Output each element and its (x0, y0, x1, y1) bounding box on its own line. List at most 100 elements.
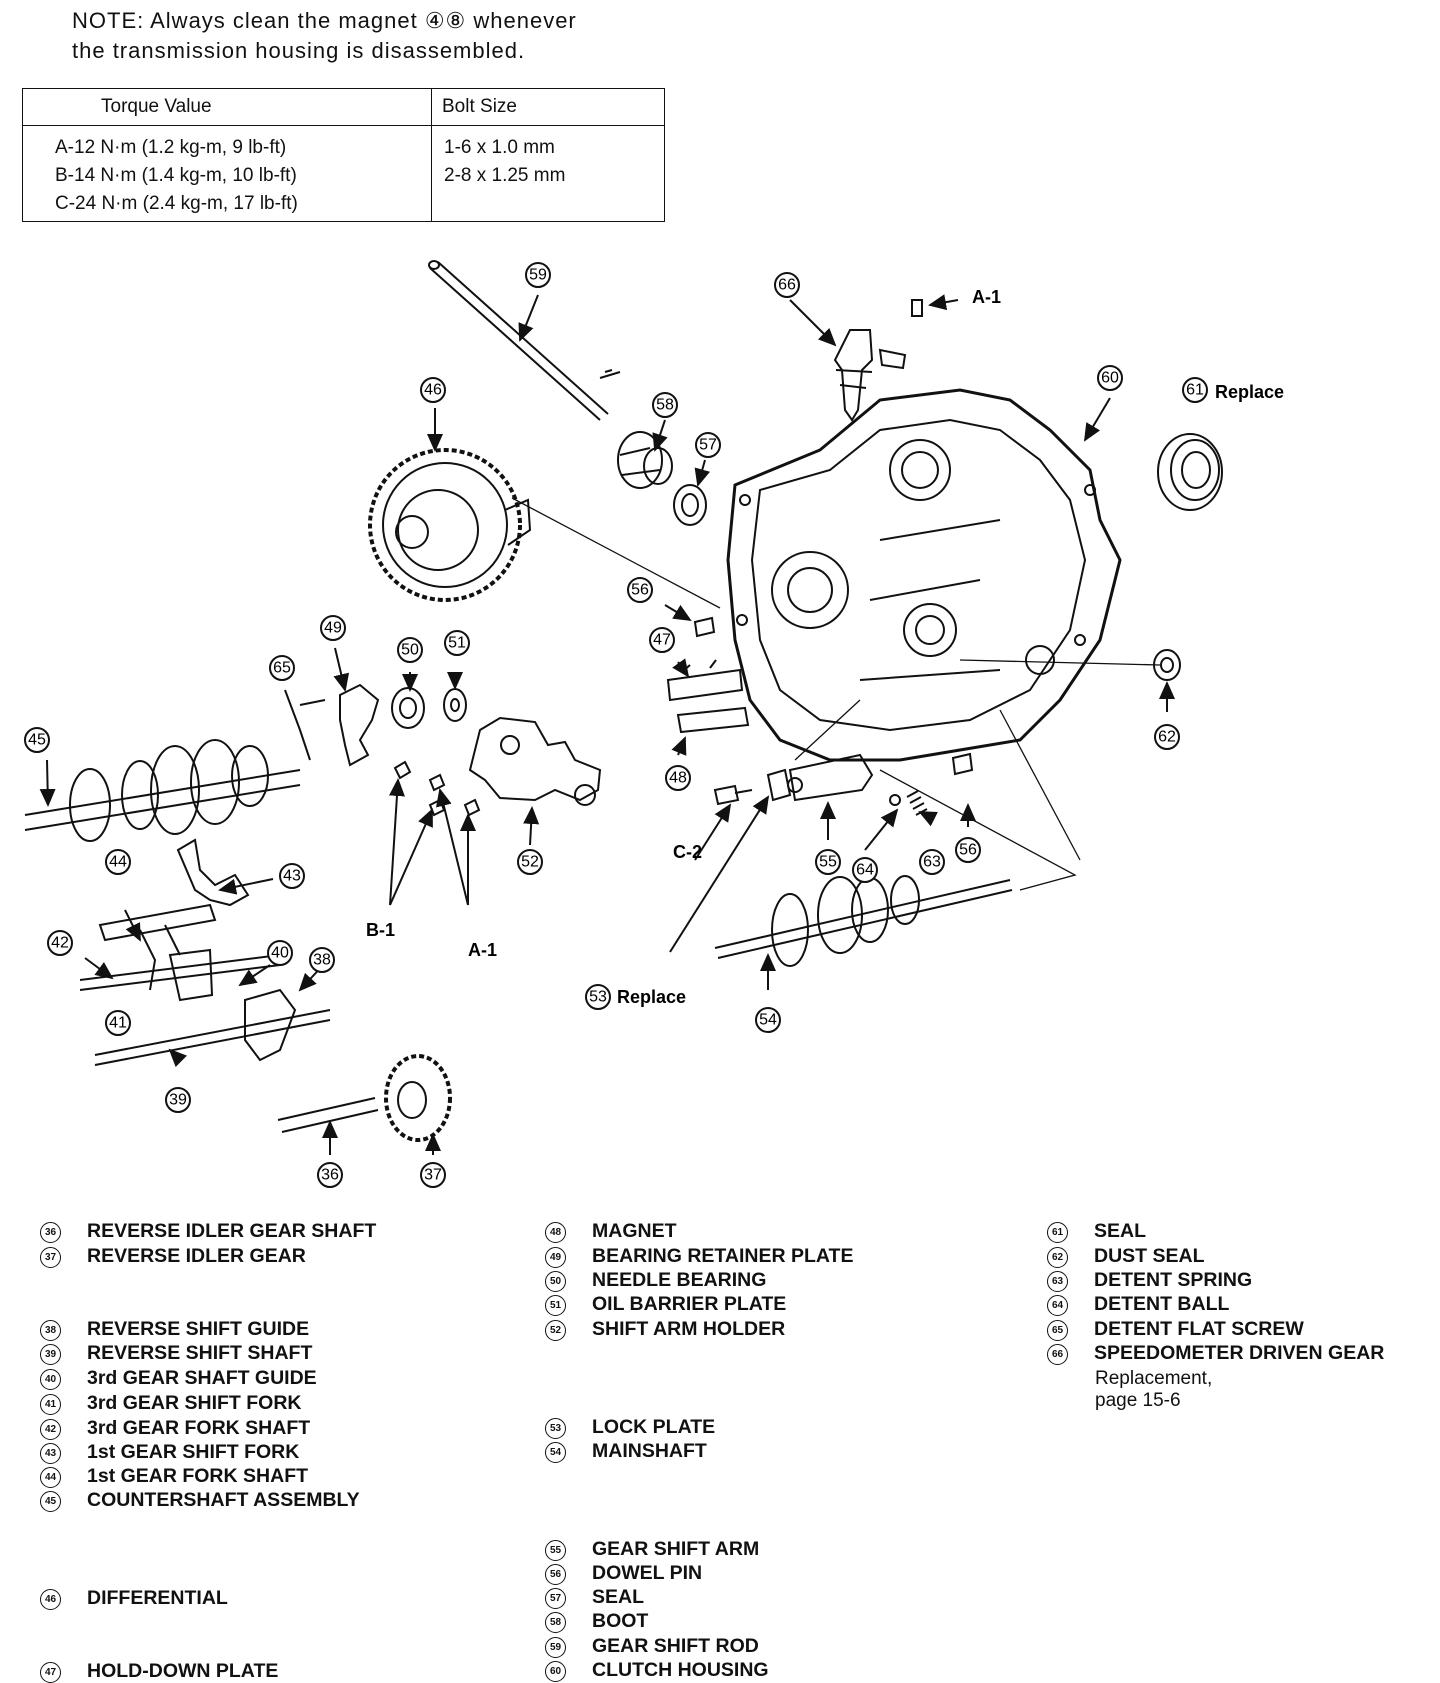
gear-shift-arm-part (787, 753, 874, 802)
svg-text:60: 60 (1101, 370, 1119, 387)
svg-text:62: 62 (1158, 729, 1176, 746)
callout-57: 57 (695, 432, 721, 458)
svg-text:49: 49 (324, 620, 342, 637)
speedometer-gear-part (833, 299, 923, 422)
magnet-part (676, 706, 750, 734)
callout-40: 40 (267, 940, 293, 966)
callout-47: 47 (649, 627, 675, 653)
svg-text:66: 66 (778, 277, 796, 294)
clutch-housing-part (726, 388, 1122, 762)
torque-value-c: C-24 N·m (2.4 kg-m, 17 lb-ft) (55, 193, 298, 214)
torque-table: Torque Value Bolt Size A-12 N·m (1.2 kg-… (22, 88, 665, 222)
callout-61: 61 (1182, 377, 1208, 403)
callout-41: 41 (105, 1010, 131, 1036)
bolt-callout-arrows (388, 778, 732, 906)
detent-ball-part (889, 794, 901, 806)
gear-shift-rod-part (428, 260, 609, 421)
callout-60: 60 (1097, 365, 1123, 391)
svg-text:38: 38 (313, 952, 331, 969)
seal-57-part (673, 484, 707, 526)
bearing-retainer-plate-part (339, 683, 380, 767)
reverse-idler-shaft-part (277, 1097, 379, 1133)
hold-down-plate-part (666, 659, 744, 702)
torque-header: Torque Value (22, 88, 432, 126)
detent-spring-part (906, 790, 928, 816)
callout-56b: 56 (955, 837, 981, 863)
shift-arm-holder-part (468, 716, 602, 806)
svg-text:46: 46 (424, 382, 442, 399)
callout-46: 46 (420, 377, 446, 403)
dowel-pin-part (693, 616, 974, 776)
callout-55: 55 (815, 849, 841, 875)
svg-text:59: 59 (529, 267, 547, 284)
callout-59: 59 (525, 262, 551, 288)
note-line-1: NOTE: Always clean the magnet ④⑧ wheneve… (72, 8, 577, 33)
svg-text:39: 39 (169, 1092, 187, 1109)
label-c2: C-2 (673, 842, 702, 862)
svg-text:47: 47 (653, 632, 671, 649)
detent-small-parts (599, 369, 621, 379)
callout-51: 51 (444, 630, 470, 656)
svg-text:64: 64 (856, 862, 874, 879)
callout-43: 43 (279, 863, 305, 889)
callout-39: 39 (165, 1087, 191, 1113)
svg-text:43: 43 (283, 868, 301, 885)
callout-badges: 59 66 60 61 46 58 57 56 49 65 50 51 47 4… (24, 262, 1208, 1188)
note-line-2: the transmission housing is disassembled… (72, 38, 526, 63)
callout-52: 52 (517, 849, 543, 875)
svg-text:53: 53 (589, 989, 607, 1006)
torque-values-cell: A-12 N·m (1.2 kg-m, 9 lb-ft) B-14 N·m (1… (22, 125, 432, 222)
needle-bearing-part (391, 687, 425, 729)
svg-text:36: 36 (321, 1167, 339, 1184)
callout-62: 62 (1154, 724, 1180, 750)
torque-value-a: A-12 N·m (1.2 kg-m, 9 lb-ft) (55, 137, 287, 158)
detent-flat-screw-part (284, 689, 326, 761)
svg-text:45: 45 (28, 732, 46, 749)
callout-48: 48 (665, 765, 691, 791)
differential-part (368, 448, 532, 602)
svg-text:52: 52 (521, 854, 539, 871)
bolt-size-header: Bolt Size (431, 88, 665, 126)
leader-lines (511, 497, 1161, 891)
label-b1: B-1 (366, 920, 395, 940)
mainshaft-part (714, 875, 1013, 967)
legend-item-66-note: Replacement, page 15-6 (1095, 1368, 1213, 1411)
note-text: NOTE: Always clean the magnet ④⑧ wheneve… (72, 6, 672, 66)
callout-42: 42 (47, 930, 73, 956)
bolt-size-2: 2-8 x 1.25 mm (444, 165, 566, 186)
svg-text:56: 56 (631, 582, 649, 599)
svg-text:48: 48 (669, 770, 687, 787)
svg-text:41: 41 (109, 1015, 127, 1032)
callout-53: 53 (585, 984, 611, 1010)
svg-text:57: 57 (699, 437, 717, 454)
boot-part (617, 431, 673, 489)
reverse-idler-gear-part (384, 1054, 452, 1142)
svg-text:63: 63 (923, 854, 941, 871)
bolt-c2-part (713, 784, 753, 806)
